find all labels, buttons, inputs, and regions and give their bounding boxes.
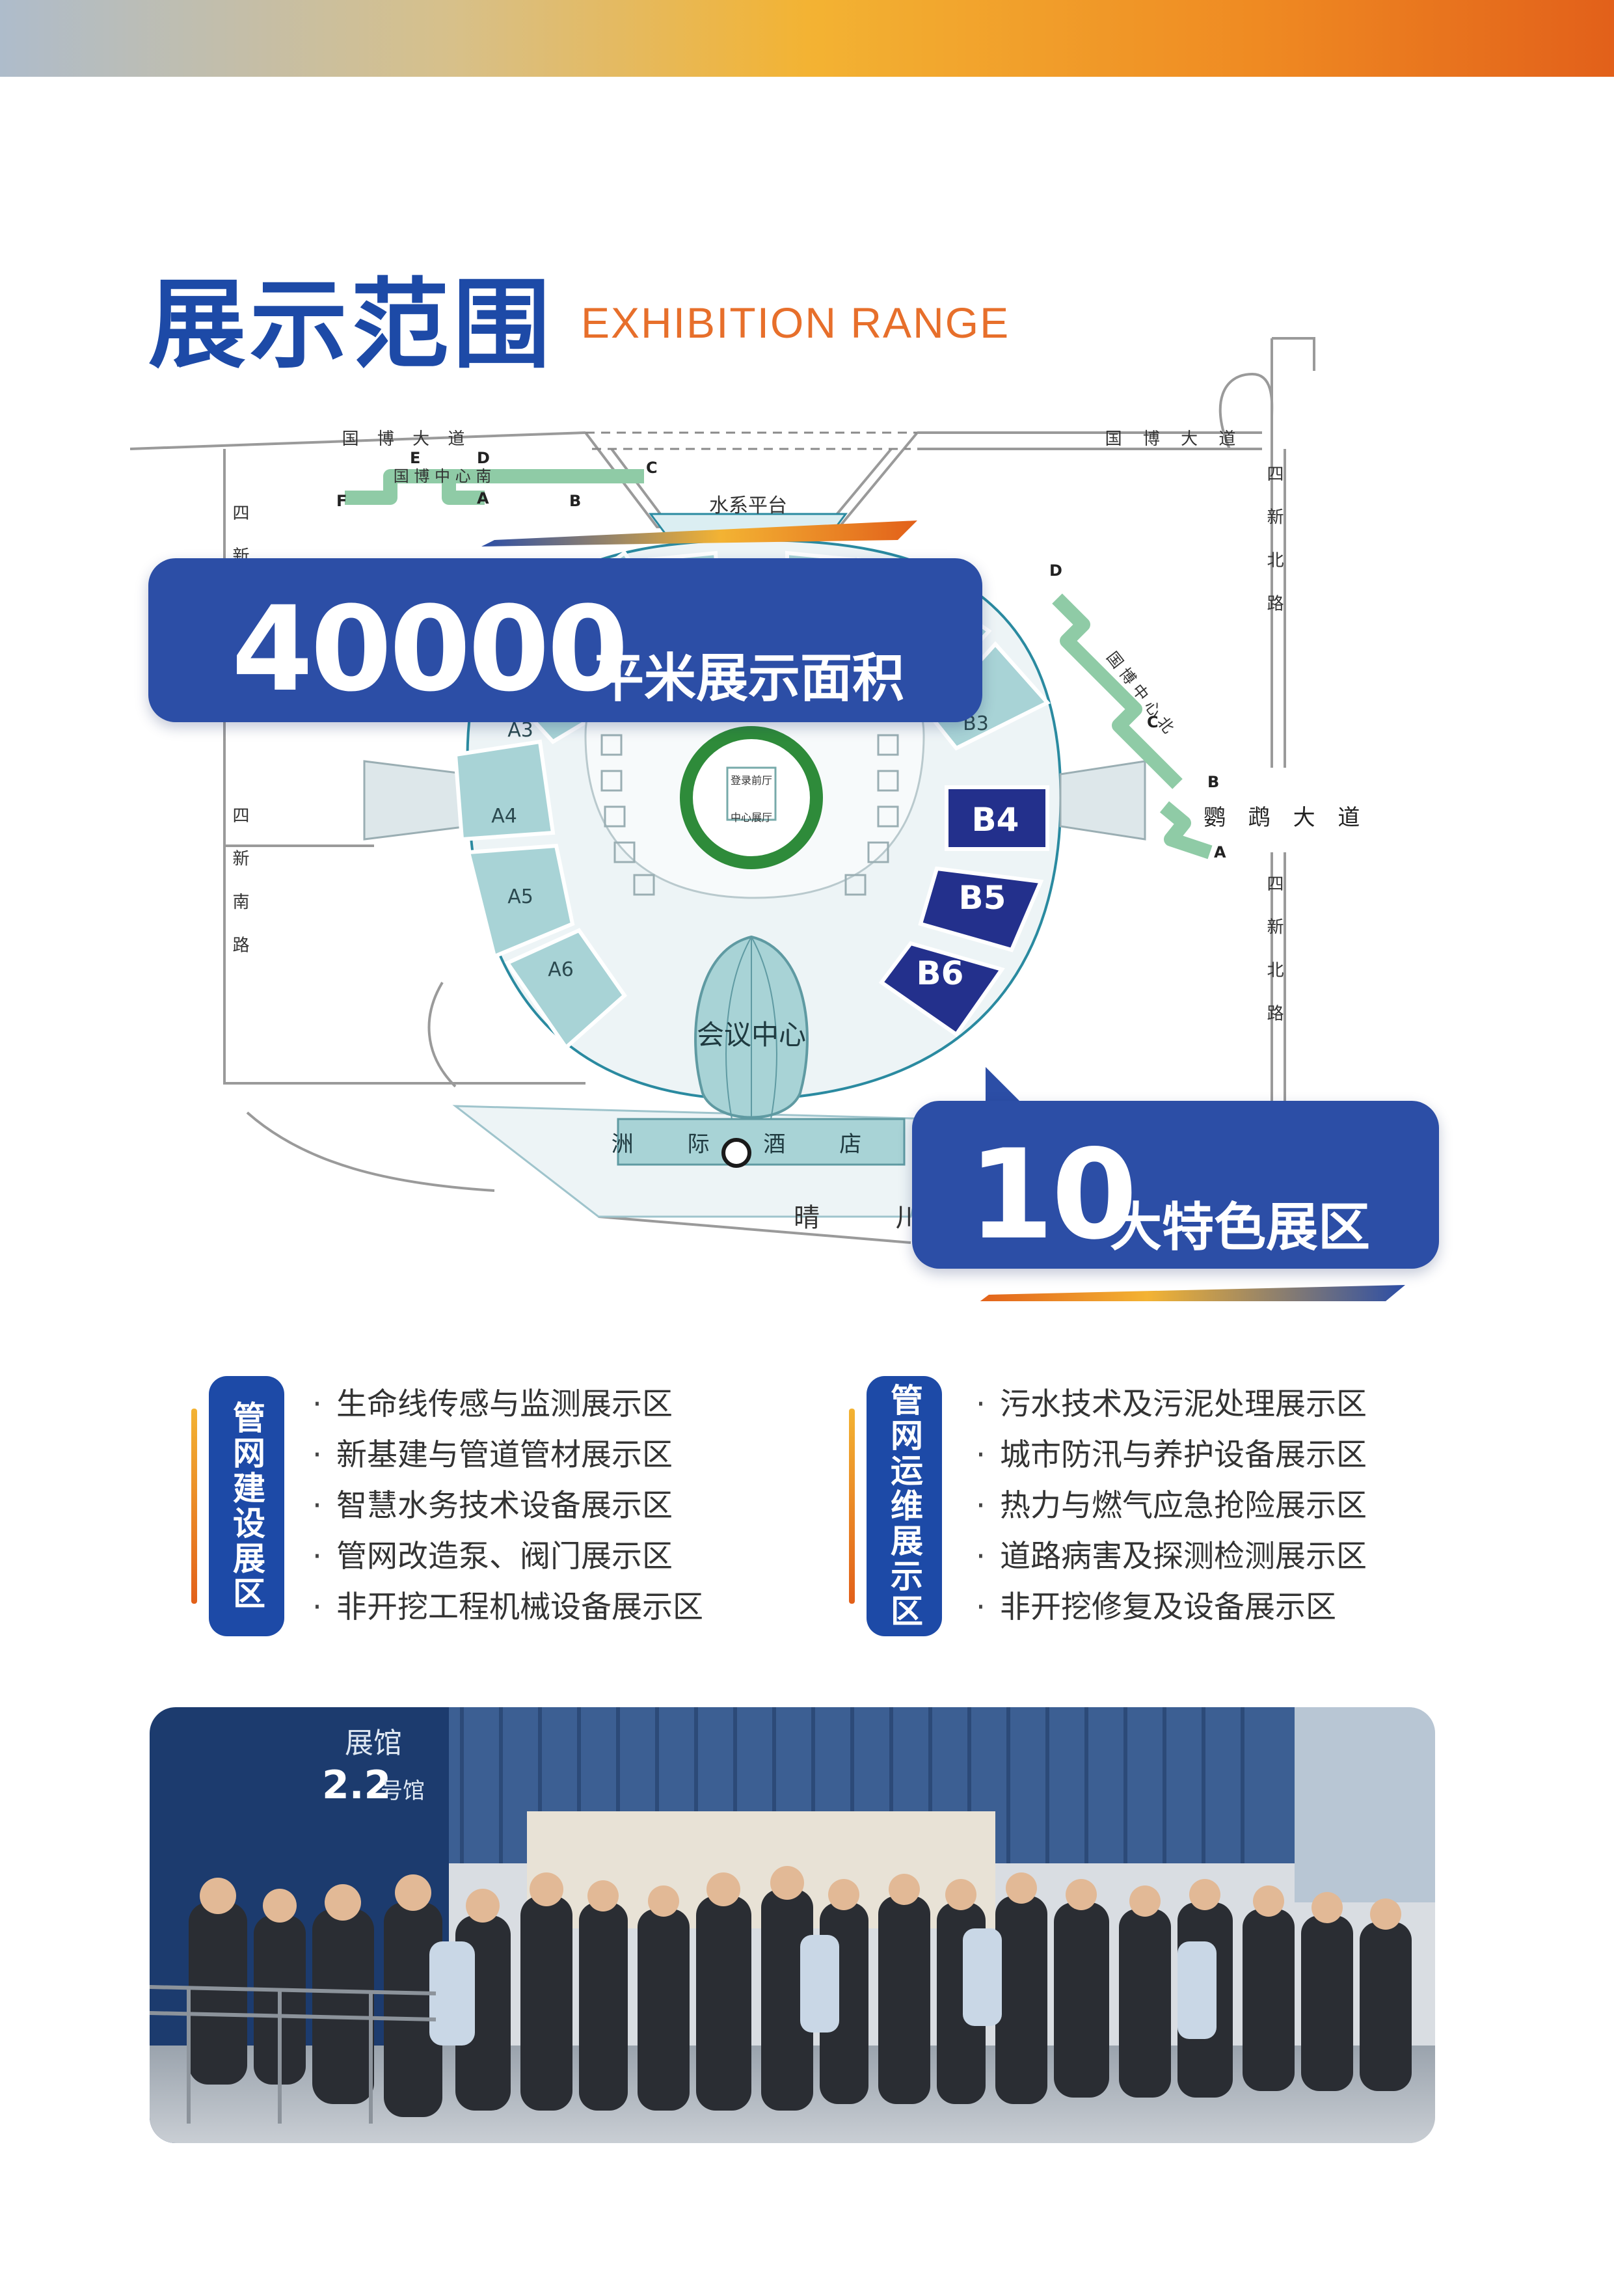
registration-label: 登录前厅 <box>731 774 772 787</box>
zones-number: 10 <box>968 1123 1137 1267</box>
zones-label: 大特色展区 <box>1110 1197 1370 1258</box>
zone-list-maintenance: 污水技术及污泥处理展示区 城市防汛与养护设备展示区 热力与燃气应急抢险展示区 道… <box>976 1379 1367 1633</box>
area-label: 平米展示面积 <box>592 648 904 709</box>
photo-sign-suffix: 号馆 <box>381 1778 425 1804</box>
area-stat-callout: 40000 平米展示面积 <box>148 558 982 722</box>
road-dashes <box>585 431 917 450</box>
group-pill-construction: 管网建设展区 <box>209 1376 284 1636</box>
central-hall-label: 中心展厅 <box>731 811 772 824</box>
metro-north <box>1052 593 1213 859</box>
metro-south <box>345 469 644 505</box>
zone-list-construction: 生命线传感与监测展示区 新基建与管道管材展示区 智慧水务技术设备展示区 管网改造… <box>312 1379 703 1633</box>
group-pill-label: 管网运维展示区 <box>885 1383 923 1629</box>
area-number: 40000 <box>232 582 628 718</box>
water-platform-label: 水系平台 <box>709 494 787 517</box>
hall-label: A5 <box>507 885 533 908</box>
list-item: 智慧水务技术设备展示区 <box>312 1481 703 1532</box>
page-title: 展示范围 <box>148 269 555 382</box>
hall-label: A4 <box>491 805 517 828</box>
hotel-label: 洲 际 酒 店 <box>612 1131 885 1157</box>
exit-letter: B <box>1207 773 1219 791</box>
list-item: 污水技术及污泥处理展示区 <box>976 1379 1367 1430</box>
road-label: 国 博 大 道 <box>342 429 472 449</box>
hall-label: A3 <box>507 719 533 742</box>
group-pill-label: 管网建设展区 <box>228 1401 265 1612</box>
exit-letter: E <box>410 449 420 467</box>
hall-label: A6 <box>548 958 574 981</box>
list-item: 管网改造泵、阀门展示区 <box>312 1532 703 1582</box>
road-label: 四 新 北 路 <box>1264 875 1284 1032</box>
decor-ribbon <box>481 520 917 547</box>
group-pill-maintenance: 管网运维展示区 <box>867 1376 942 1636</box>
road-label: 国 博 大 道 <box>1105 429 1244 449</box>
halls-east-dark <box>878 785 1049 1038</box>
exit-letter: B <box>569 492 581 510</box>
metro-south-label: 国 博 中 心 南 <box>394 467 492 485</box>
list-item: 非开挖工程机械设备展示区 <box>312 1582 703 1633</box>
conference-label: 会议中心 <box>697 1019 806 1051</box>
list-item: 非开挖修复及设备展示区 <box>976 1582 1367 1633</box>
photo-sign-hall: 展馆 <box>345 1727 402 1760</box>
exit-letter: F <box>336 492 347 510</box>
photo-sign-number: 2.2 <box>322 1763 391 1808</box>
road-label: 鹦 鹉 大 道 <box>1204 805 1367 831</box>
list-item: 热力与燃气应急抢险展示区 <box>976 1481 1367 1532</box>
exit-letter: A <box>1214 843 1226 861</box>
exit-letter: C <box>646 459 658 477</box>
exit-letter: D <box>477 449 490 467</box>
exit-letter: A <box>477 489 489 507</box>
exit-letter: D <box>1049 561 1062 580</box>
callout-pointer <box>986 1067 1025 1106</box>
exit-letter: C <box>1147 713 1159 731</box>
group-accent-bar <box>191 1409 197 1604</box>
group-accent-bar <box>849 1409 855 1604</box>
hall-label-dark: B5 <box>959 879 1006 917</box>
hall-label-dark: B4 <box>972 801 1019 839</box>
road-label: 四 新 北 路 <box>1264 465 1284 622</box>
hall-label-dark: B6 <box>917 954 964 992</box>
road-label: 四 新 南 路 <box>230 807 249 964</box>
hotel-band <box>617 1118 906 1166</box>
decor-ribbon <box>980 1285 1405 1301</box>
page-subtitle: EXHIBITION RANGE <box>581 299 1010 347</box>
list-item: 道路病害及探测检测展示区 <box>976 1532 1367 1582</box>
list-item: 生命线传感与监测展示区 <box>312 1379 703 1430</box>
exhibition-hall-photo: 展馆 2.2 号馆 <box>150 1707 1435 2143</box>
zones-stat-callout: 10 大特色展区 <box>912 1101 1439 1269</box>
list-item: 城市防汛与养护设备展示区 <box>976 1430 1367 1481</box>
list-item: 新基建与管道管材展示区 <box>312 1430 703 1481</box>
top-gradient-bar <box>0 0 1614 77</box>
